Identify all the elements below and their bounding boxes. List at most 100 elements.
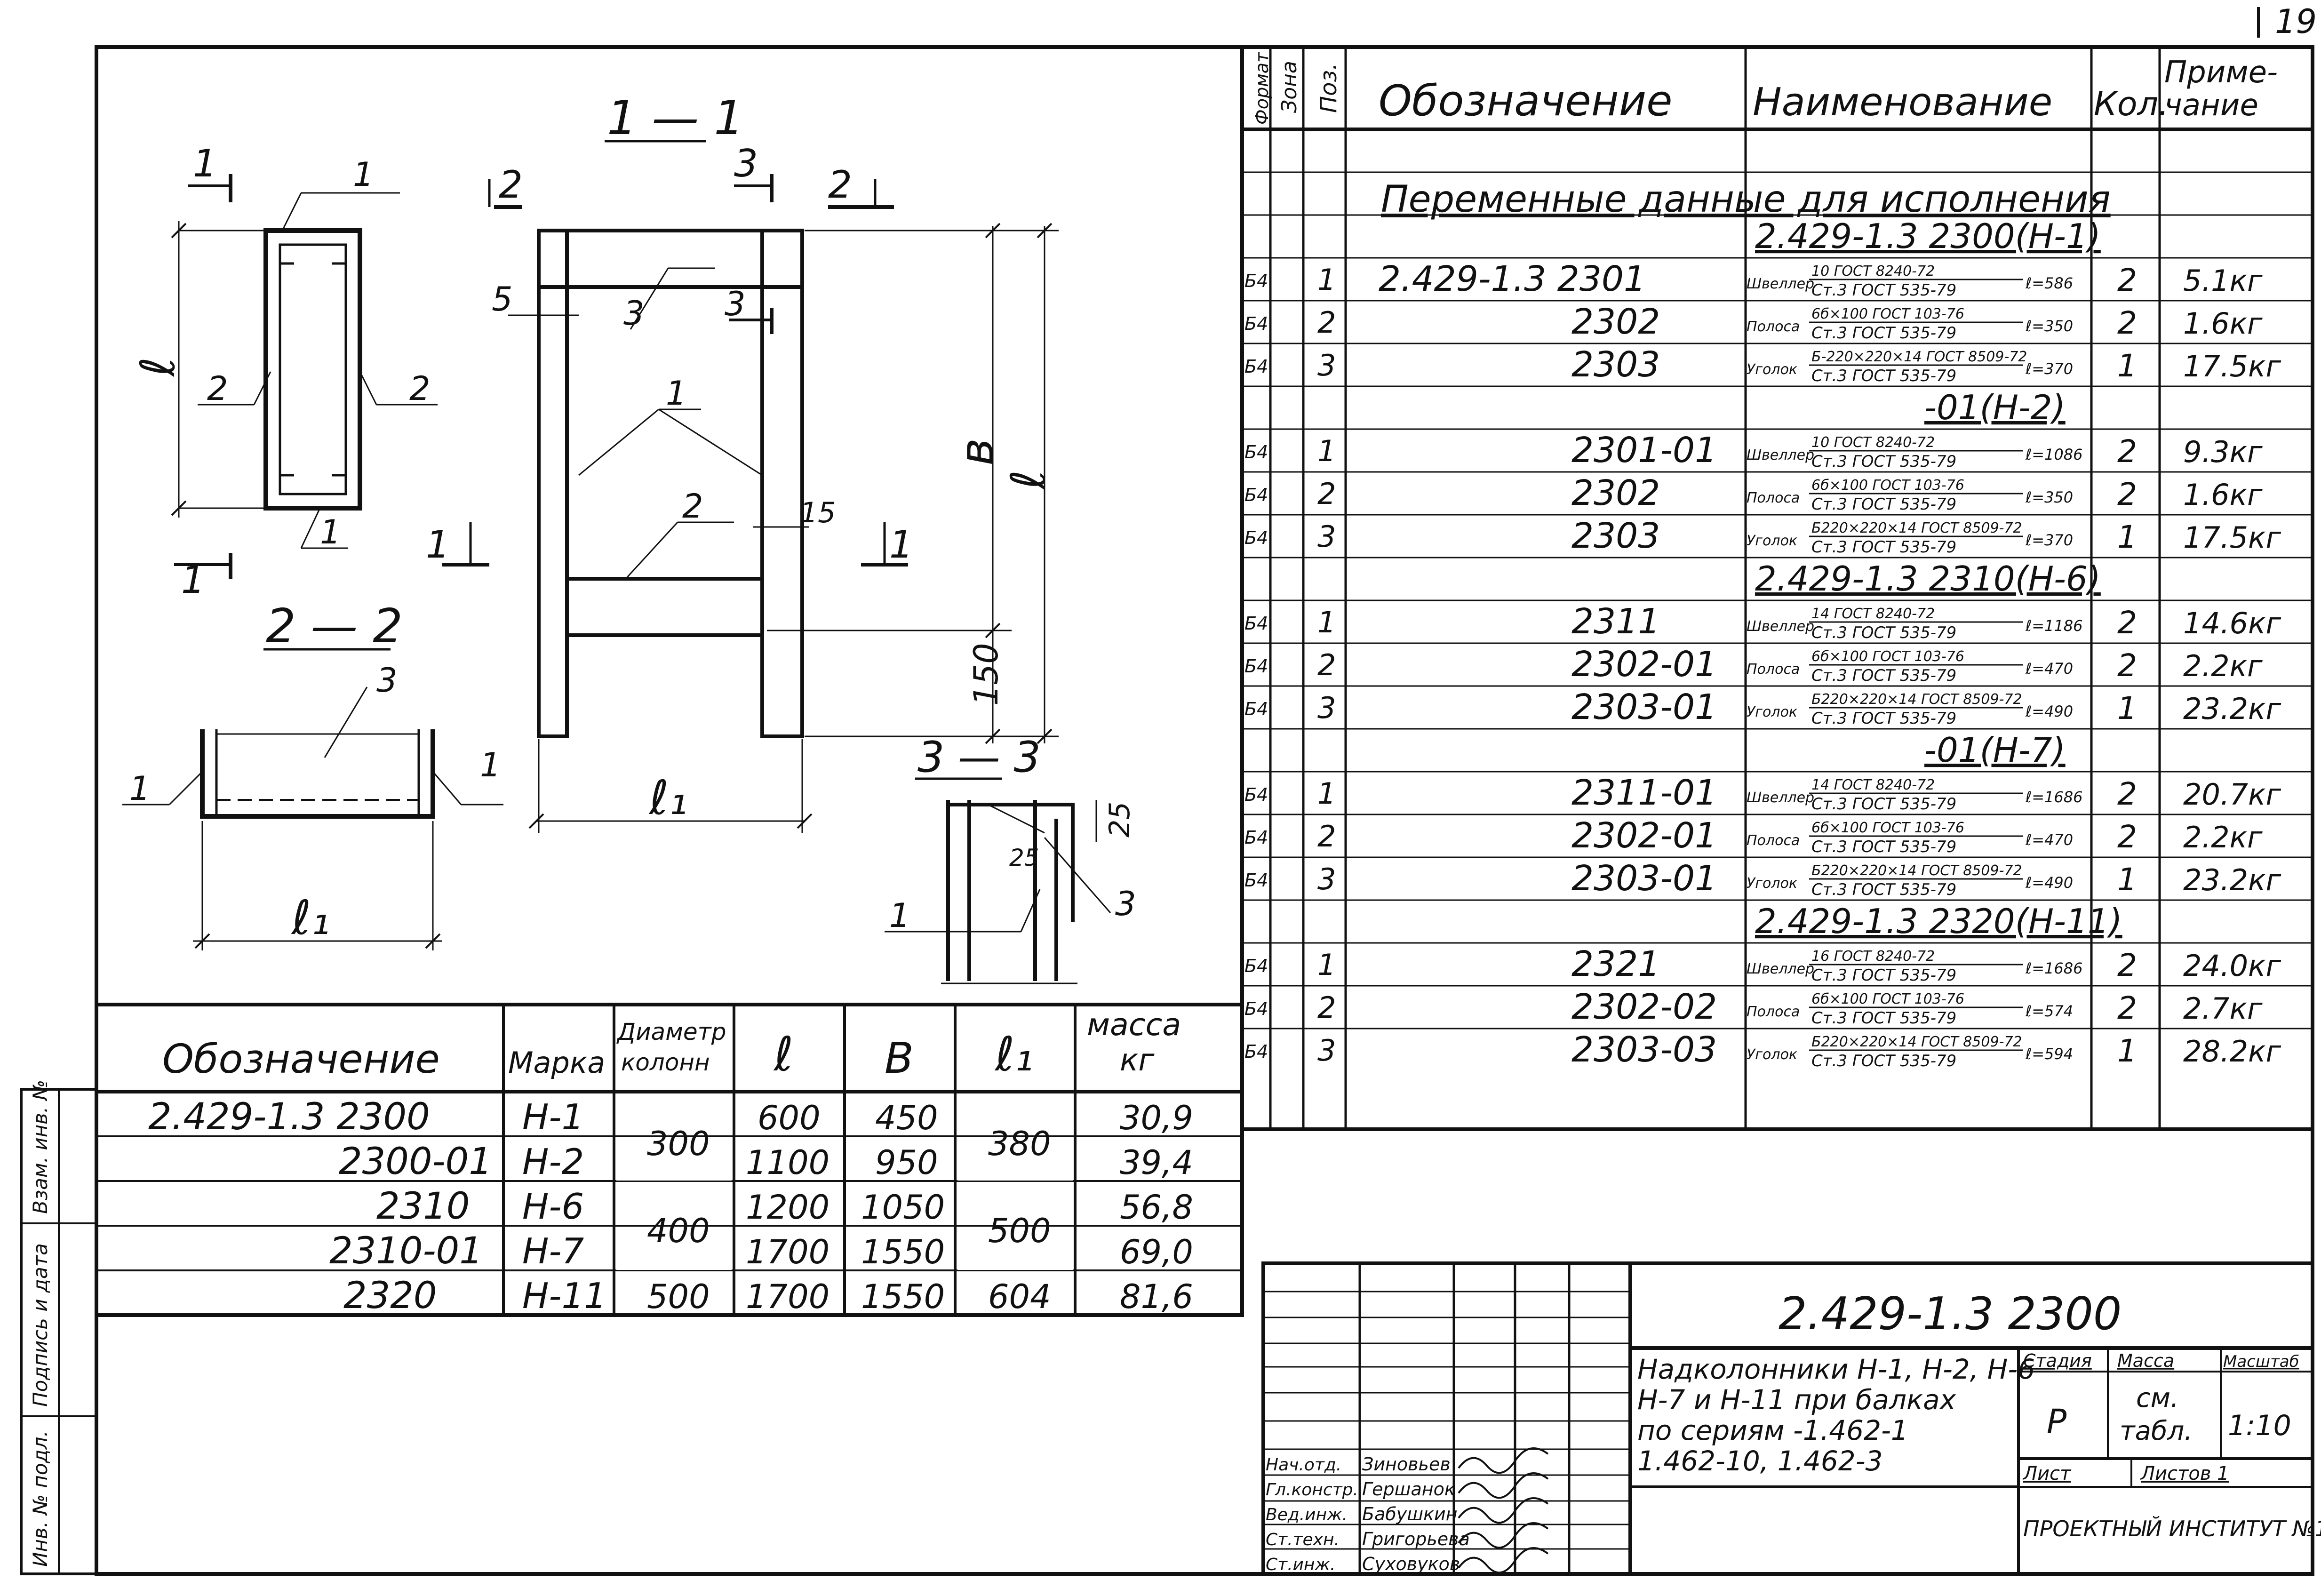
spec-name-bot: Ст.3 ГОСТ 535-79 bbox=[1811, 324, 1956, 343]
title-block-title-line: 1.462-10, 1.462-3 bbox=[1637, 1445, 1883, 1477]
organization-name: ПРОЕКТНЫЙ ИНСТИТУТ №1 bbox=[2023, 1516, 2321, 1541]
variant-l1: 604 bbox=[988, 1277, 1051, 1316]
spec-name-bot: Ст.3 ГОСТ 535-79 bbox=[1811, 1052, 1956, 1070]
spec-length: ℓ=370 bbox=[2025, 531, 2073, 549]
spec-note: 28.2кг bbox=[2183, 1034, 2281, 1069]
variant-mass: 81,6 bbox=[1120, 1277, 1193, 1316]
spec-name: Швеллер bbox=[1747, 790, 1814, 806]
spec-pos: 3 bbox=[1317, 691, 1336, 725]
spec-format: Б4 bbox=[1244, 827, 1268, 848]
spec-format: Б4 bbox=[1244, 271, 1268, 291]
spec-note: 2.2кг bbox=[2183, 820, 2263, 854]
stage-label: Стадия bbox=[2023, 1350, 2092, 1371]
variant-mark: Н-7 bbox=[522, 1230, 584, 1272]
spec-format: Б4 bbox=[1244, 699, 1268, 719]
spec-name-top: 6б×100 ГОСТ 103-76 bbox=[1811, 306, 1964, 322]
spec-name-top: 6б×100 ГОСТ 103-76 bbox=[1811, 648, 1964, 665]
variants-header-diameter: колонн bbox=[621, 1049, 710, 1076]
spec-format: Б4 bbox=[1244, 956, 1268, 976]
spec-qty: 2 bbox=[2117, 262, 2137, 298]
dim-label-25: 25 bbox=[1103, 802, 1136, 838]
signature-role: Нач.отд. bbox=[1266, 1455, 1341, 1475]
spec-designation: 2302-02 bbox=[1571, 987, 1717, 1027]
variants-header-l1: ℓ₁ bbox=[994, 1027, 1033, 1082]
spec-name-bot: Ст.3 ГОСТ 535-79 bbox=[1811, 795, 1956, 814]
signature-scribble bbox=[1458, 1447, 1549, 1474]
specification-table: Формат Зона Поз. Обозначение Наименовани… bbox=[1240, 45, 2314, 1131]
spec-name-bot: Ст.3 ГОСТ 535-79 bbox=[1811, 538, 1956, 557]
spec-name: Уголок bbox=[1747, 533, 1797, 549]
spec-length: ℓ=490 bbox=[2025, 874, 2073, 892]
spec-length: ℓ=1186 bbox=[2025, 617, 2082, 635]
section-views bbox=[122, 140, 1111, 984]
spec-qty: 2 bbox=[2117, 819, 2137, 855]
signature-name: Григорьева bbox=[1362, 1529, 1470, 1549]
spec-name-bot: Ст.3 ГОСТ 535-79 bbox=[1811, 495, 1956, 514]
spec-note: 9.3кг bbox=[2183, 435, 2263, 469]
plan-view bbox=[171, 174, 438, 579]
section-title-1-1: 1 — 1 bbox=[607, 90, 744, 145]
spec-name-top: Б220×220×14 ГОСТ 8509-72 bbox=[1811, 520, 2022, 536]
spec-name: Швеллер bbox=[1747, 447, 1814, 463]
spec-pos: 1 bbox=[1317, 263, 1336, 297]
spec-qty: 1 bbox=[2117, 519, 2137, 555]
spec-header-zone: Зона bbox=[1277, 61, 1301, 113]
spec-length: ℓ=1686 bbox=[2025, 959, 2082, 977]
spec-length: ℓ=1086 bbox=[2025, 446, 2082, 463]
spec-format: Б4 bbox=[1244, 1041, 1268, 1062]
spec-name-bot: Ст.3 ГОСТ 535-79 bbox=[1811, 1009, 1956, 1028]
variant-b: 1550 bbox=[861, 1277, 945, 1316]
spec-designation: 2302-01 bbox=[1571, 644, 1717, 685]
position-callout: 2 bbox=[682, 487, 703, 526]
side-stamp: Инв. № подл. Подпись и дата Взам. инв. № bbox=[20, 1080, 98, 1575]
spec-designation: 2302-01 bbox=[1571, 815, 1717, 856]
spec-designation: 2303 bbox=[1571, 516, 1660, 556]
spec-name-top: 16 ГОСТ 8240-72 bbox=[1811, 948, 1935, 965]
spec-name-bot: Ст.3 ГОСТ 535-79 bbox=[1811, 452, 1956, 471]
spec-pos: 1 bbox=[1317, 605, 1336, 639]
mass-label: Масса bbox=[2117, 1350, 2174, 1371]
variant-mark: Н-6 bbox=[522, 1186, 584, 1227]
spec-name: Уголок bbox=[1747, 1046, 1797, 1063]
section-title-2-2: 2 — 2 bbox=[266, 598, 403, 654]
spec-name-top: Б220×220×14 ГОСТ 8509-72 bbox=[1811, 691, 2022, 708]
spec-name-bot: Ст.3 ГОСТ 535-79 bbox=[1811, 281, 1956, 300]
title-block-title-line: Надколонники Н-1, Н-2, Н-6 bbox=[1637, 1353, 2035, 1385]
spec-note: 1.6кг bbox=[2183, 478, 2263, 512]
position-callout: 1 bbox=[320, 513, 341, 551]
spec-qty: 2 bbox=[2117, 647, 2137, 684]
spec-designation: 2301-01 bbox=[1571, 430, 1717, 471]
spec-name-top: 6б×100 ГОСТ 103-76 bbox=[1811, 477, 1964, 494]
spec-name: Уголок bbox=[1747, 875, 1797, 892]
spec-note: 2.7кг bbox=[2183, 991, 2263, 1026]
mass-value: см. bbox=[2136, 1383, 2179, 1413]
spec-header-name: Наименование bbox=[1753, 80, 2052, 125]
spec-name-top: 10 ГОСТ 8240-72 bbox=[1811, 263, 1935, 279]
signature-scribble bbox=[1458, 1547, 1549, 1574]
cut-mark-label: 3 bbox=[725, 285, 746, 323]
spec-length: ℓ=586 bbox=[2025, 274, 2073, 292]
spec-name-bot: Ст.3 ГОСТ 535-79 bbox=[1811, 966, 1956, 985]
position-callout: 1 bbox=[889, 896, 910, 935]
spec-name-top: Б220×220×14 ГОСТ 8509-72 bbox=[1811, 862, 2022, 879]
spec-qty: 2 bbox=[2117, 990, 2137, 1026]
variant-designation: 2320 bbox=[343, 1275, 437, 1317]
spec-pos: 3 bbox=[1317, 519, 1336, 554]
spec-name: Уголок bbox=[1747, 704, 1797, 720]
spec-name: Полоса bbox=[1747, 490, 1800, 506]
spec-note: 23.2кг bbox=[2183, 692, 2281, 726]
spec-pos: 2 bbox=[1317, 477, 1336, 511]
spec-header-qty: Кол. bbox=[2094, 85, 2169, 123]
variant-l: 600 bbox=[758, 1099, 821, 1137]
spec-designation: 2302 bbox=[1571, 302, 1660, 342]
spec-qty: 2 bbox=[2117, 947, 2137, 983]
variant-mass: 56,8 bbox=[1120, 1188, 1193, 1227]
spec-length: ℓ=490 bbox=[2025, 702, 2073, 720]
section-title-3-3: 3 — 3 bbox=[917, 733, 1041, 782]
variant-b: 1050 bbox=[861, 1188, 945, 1227]
variant-l: 1100 bbox=[746, 1143, 829, 1182]
spec-designation: 2311 bbox=[1571, 601, 1660, 642]
spec-designation: 2.429-1.3 2301 bbox=[1379, 259, 1646, 299]
